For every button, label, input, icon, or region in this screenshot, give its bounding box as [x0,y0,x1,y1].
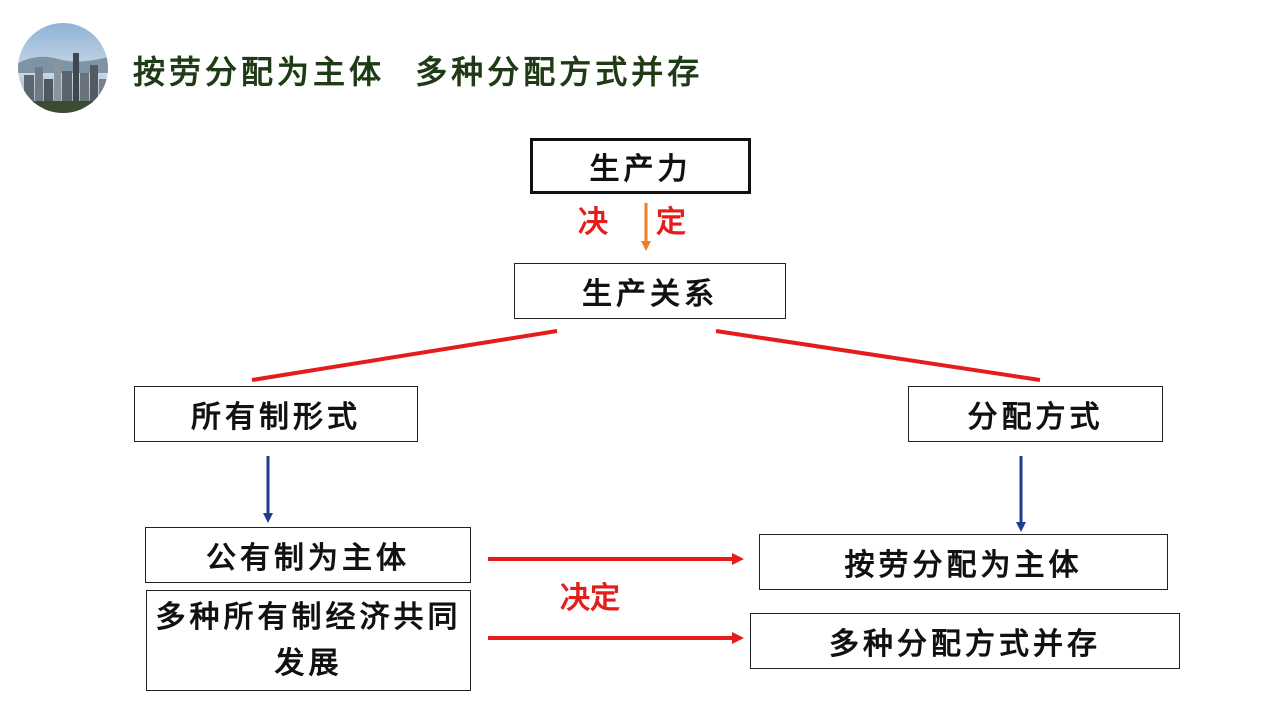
edge-label-determines-bottom: 决定 [560,581,620,616]
node-distribution-methods: 分配方式 [908,386,1163,442]
node-mixed-ownership: 多种所有制经济共同发展 [146,590,471,691]
edge-label-determines-right: 定 [656,205,686,240]
line-relations-to-ownership [251,329,558,382]
node-public-ownership-main: 公有制为主体 [145,527,471,583]
line-relations-to-distribution [715,329,1041,382]
node-productive-forces: 生产力 [530,138,751,194]
city-skyline-photo [18,23,108,113]
skyline-icon [18,23,108,113]
page-title: 按劳分配为主体 多种分配方式并存 [133,53,704,91]
node-ownership-forms: 所有制形式 [134,386,418,442]
edge-label-determines-left: 决 [578,205,608,240]
node-relations-of-production: 生产关系 [514,263,786,319]
node-labor-distribution-main: 按劳分配为主体 [759,534,1168,590]
node-multiple-distribution: 多种分配方式并存 [750,613,1180,669]
